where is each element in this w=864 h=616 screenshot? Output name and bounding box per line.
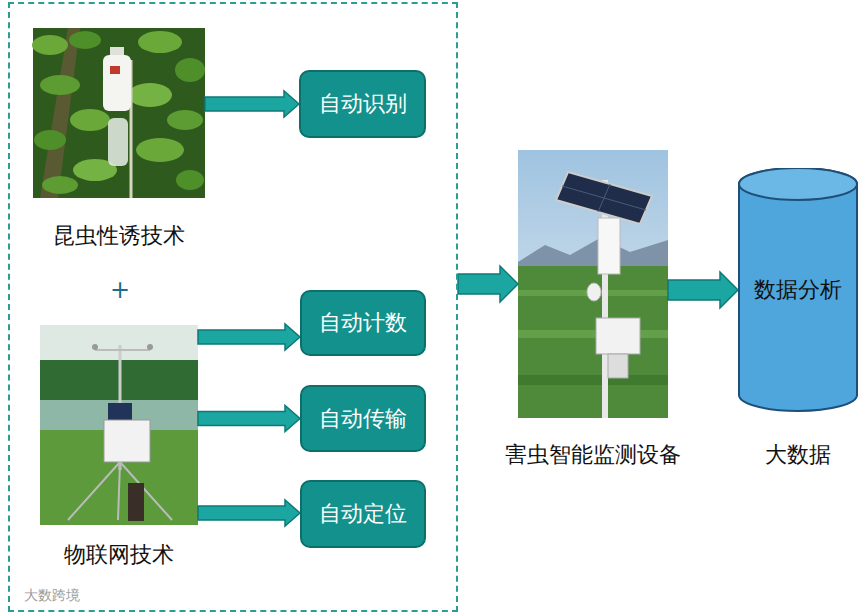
device-photo-part [596, 318, 640, 354]
photo-caption: 害虫智能监测设备 [505, 441, 681, 469]
station-photo-part [120, 462, 172, 520]
process-box: 自动识别 [299, 70, 426, 138]
process-box: 自动计数 [300, 290, 426, 356]
trap-photo-part [110, 47, 124, 56]
trap-photo-part [176, 170, 204, 190]
trap-photo-part [136, 138, 184, 162]
block-arrow [205, 91, 299, 117]
device-photo-part [587, 283, 601, 301]
database-cylinder: 数据分析大数据 [738, 168, 858, 412]
process-box: 自动定位 [300, 480, 426, 548]
cylinder-label: 数据分析 [754, 276, 842, 304]
process-box: 自动传输 [300, 385, 426, 452]
cylinder-body [739, 168, 857, 411]
trap-photo-part [110, 66, 120, 74]
trap-photo-part [108, 118, 128, 166]
trap-photo-part [138, 31, 182, 53]
trap-photo-part [42, 176, 78, 194]
device-photo-part [518, 375, 668, 385]
device-photo-part [518, 150, 668, 418]
block-arrow [198, 406, 300, 432]
device-photo [518, 150, 668, 418]
trap-photo-part [128, 83, 172, 107]
cylinder-caption: 大数据 [765, 441, 831, 469]
dashed-group-panel: + 昆虫性诱技术 自动识别物联网技术 自动计数自动传输自动定位 [8, 2, 458, 612]
device-photo-part [518, 330, 668, 338]
block-arrow [668, 272, 738, 308]
box-label: 自动定位 [319, 500, 407, 528]
trap-photo-part [33, 28, 205, 198]
station-photo-part [108, 403, 132, 421]
device-photo-part [602, 180, 608, 418]
device-photo-part [562, 186, 646, 210]
station-photo [40, 325, 198, 525]
trap-photo-part [103, 55, 131, 111]
device-photo-part [518, 266, 668, 418]
device-photo-part [608, 354, 628, 378]
device-photo-part [598, 218, 620, 274]
station-photo-part [118, 462, 120, 520]
photo-frame: 害虫智能监测设备 [518, 150, 668, 418]
station-photo-part [128, 483, 144, 521]
trap-photo [32, 28, 205, 198]
block-arrow [458, 266, 518, 302]
trap-photo-part [175, 58, 205, 82]
device-photo-part [556, 172, 652, 224]
photo-caption: 昆虫性诱技术 [53, 222, 185, 250]
station-photo-part [104, 420, 150, 462]
plus-sign: + [110, 276, 130, 304]
block-arrow [198, 500, 300, 526]
photo-caption: 物联网技术 [64, 541, 174, 569]
station-photo-part [147, 344, 153, 350]
cylinder-top [739, 168, 857, 200]
station-photo-part [95, 349, 150, 351]
box-label: 自动计数 [319, 309, 407, 337]
station-photo-part [68, 462, 120, 520]
photo-frame: 昆虫性诱技术 [33, 28, 205, 198]
trap-photo-part [167, 110, 203, 130]
trap-photo-part [32, 35, 68, 55]
block-arrow [198, 324, 300, 350]
trap-photo-part [70, 109, 110, 131]
trap-photo-part [69, 31, 101, 49]
station-photo-part [92, 344, 98, 350]
box-label: 自动识别 [319, 90, 407, 118]
trap-photo-part [40, 75, 80, 95]
watermark: 大数跨境 [24, 586, 80, 604]
box-label: 自动传输 [319, 405, 407, 433]
trap-photo-part [34, 130, 66, 150]
photo-frame: 物联网技术 [40, 325, 198, 525]
